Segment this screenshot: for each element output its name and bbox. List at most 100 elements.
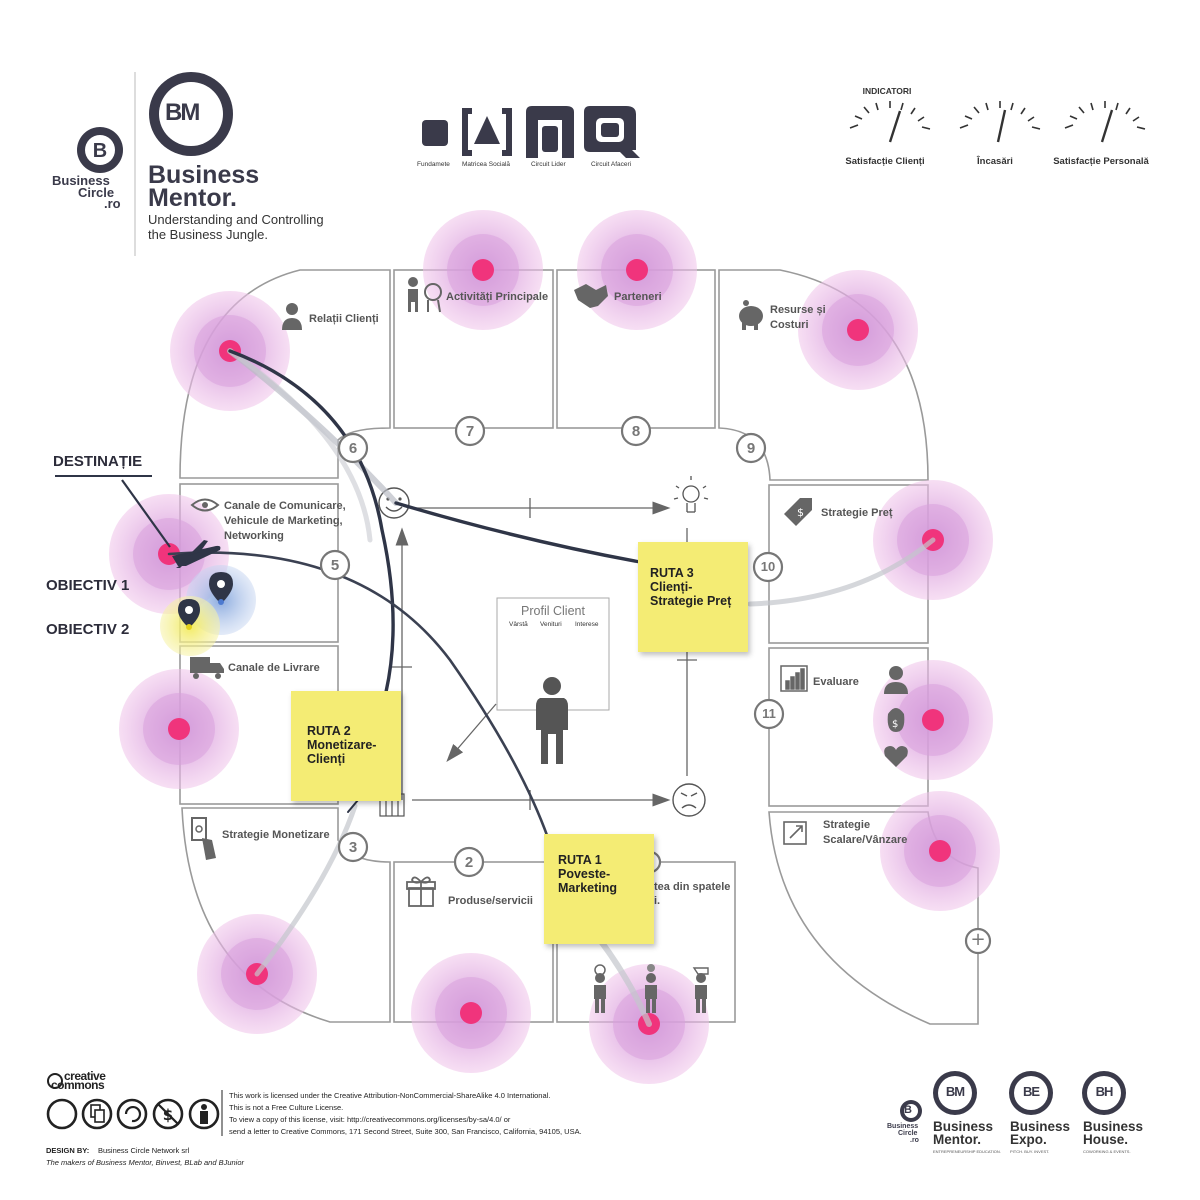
- footer-be2: Expo.: [1010, 1132, 1047, 1147]
- footer-bh2: House.: [1083, 1132, 1129, 1147]
- circle-line2: Circle: [78, 185, 115, 200]
- eye-icon: [190, 498, 220, 512]
- legend-circuit-afaceri: Circuit Afaceri: [591, 161, 632, 168]
- label-scalare-2: Scalare/Vânzare: [823, 834, 908, 846]
- mentor-logo-text: BM: [165, 99, 200, 126]
- step-number-9: 9: [746, 440, 756, 457]
- angry-face-icon: [672, 783, 706, 817]
- gift-box-icon: [406, 876, 436, 907]
- truck-icon: [190, 657, 224, 679]
- label-poveste-2: i.: [654, 895, 661, 907]
- noncommercial-icon: [152, 1098, 184, 1130]
- step-number-2: 2: [464, 854, 474, 871]
- obiectiv-2-label: OBIECTIV 2: [46, 621, 130, 638]
- license-line3: To view a copy of this license, visit: h…: [229, 1115, 511, 1124]
- team-person-1-icon: [594, 973, 606, 1013]
- tagline2: the Business Jungle.: [148, 227, 268, 242]
- step-number-11: 11: [762, 706, 776, 721]
- ruta1-line2: Poveste-: [558, 867, 611, 881]
- objective-2-pin-icon: [178, 599, 200, 630]
- add-block-button[interactable]: +: [970, 929, 986, 950]
- hotspot-activitati[interactable]: [423, 210, 543, 330]
- matricea-sociala-icon: [462, 108, 512, 156]
- ruta3-line2: Clienți-: [650, 580, 693, 594]
- svg-text:$: $: [163, 1106, 173, 1124]
- eval-person-icon: [884, 666, 908, 694]
- step-number-8: 8: [631, 423, 641, 440]
- step-circles: [319, 415, 992, 955]
- objective-1-pin-icon: [209, 572, 233, 605]
- label-resurse-2: Costuri: [770, 319, 809, 331]
- inner-loop-arrows: [392, 498, 697, 810]
- cc-word2: commons: [51, 1078, 105, 1092]
- label-canale-1: Canale de Comunicare,: [224, 500, 346, 512]
- gauge-incasari: [959, 101, 1041, 143]
- remix-icon: [116, 1098, 148, 1130]
- lightbulb-icon: [673, 476, 709, 513]
- footer-bm-logo: BM: [945, 1084, 965, 1099]
- step-number-5: 5: [330, 557, 340, 574]
- step-number-3: 3: [348, 839, 358, 856]
- label-strategie-pret: Strategie Preț: [821, 507, 893, 519]
- worker-icon: [408, 277, 442, 313]
- destinatie-label: DESTINAȚIE: [53, 453, 143, 470]
- bar-chart-icon: [780, 665, 808, 692]
- gauge-satisfactie-personala: [1064, 101, 1146, 143]
- profil-client-title: Profil Client: [521, 604, 585, 618]
- circle-line3: .ro: [104, 196, 121, 211]
- money-bag-icon: $: [887, 708, 905, 732]
- destinatie-pointer: [121, 479, 171, 548]
- hotspot-livrare[interactable]: [119, 669, 239, 789]
- footer-b2: Circle: [898, 1130, 918, 1137]
- label-canale-2: Vehicule de Marketing,: [224, 515, 343, 527]
- footer-b1: Business: [887, 1123, 919, 1130]
- footer-bm2: Mentor.: [933, 1132, 982, 1147]
- hotspot-parteneri[interactable]: [577, 210, 697, 330]
- profil-col-venituri: Venituri: [540, 621, 562, 628]
- gauge-label-clienti: Satisfacție Clienți: [845, 156, 925, 167]
- route-lines: [167, 348, 936, 1027]
- footer-bh1: Business: [1083, 1119, 1144, 1134]
- hotspot-produse[interactable]: [411, 953, 531, 1073]
- mentor-line1: Business: [148, 161, 260, 189]
- ruta2-line2: Monetizare-: [307, 738, 377, 752]
- design-by-label: DESIGN BY:: [46, 1146, 90, 1155]
- mentor-line2: Mentor.: [148, 184, 237, 212]
- circuit-afaceri-icon: [584, 106, 640, 158]
- footer-bm-small: ENTREPRENEURSHIP EDUCATION.: [933, 1149, 1001, 1154]
- handshake-icon: [574, 284, 608, 308]
- step-number-7: 7: [465, 423, 475, 440]
- tagline1: Understanding and Controlling: [148, 212, 324, 227]
- design-by-value: Business Circle Network srl: [98, 1146, 190, 1155]
- svg-text:$: $: [797, 506, 804, 519]
- step-number-6: 6: [348, 440, 358, 457]
- footer-be1: Business: [1010, 1119, 1071, 1134]
- ruta2-line1: RUTA 2: [307, 724, 351, 738]
- hotspot-resurse[interactable]: [798, 270, 918, 390]
- ruta1-line3: Marketing: [558, 881, 618, 895]
- gauge-satisfactie-clienti: [849, 101, 931, 143]
- fundamente-icon: [422, 120, 448, 146]
- footer-be-logo: BE: [1022, 1084, 1040, 1099]
- license-line2: This is not a Free Culture License.: [229, 1103, 344, 1112]
- team-person-2-icon: [645, 973, 657, 1013]
- ruta2-line3: Clienți: [307, 752, 346, 766]
- label-produse: Produse/servicii: [448, 895, 533, 907]
- label-resurse-1: Resurse și: [770, 304, 826, 316]
- circuit-lider-icon: [526, 106, 574, 158]
- hotspot-scalare[interactable]: [880, 791, 1000, 911]
- license-line1: This work is licensed under the Creative…: [229, 1091, 551, 1100]
- attribution-icon: [188, 1098, 220, 1130]
- footer-bh-logo: BH: [1095, 1084, 1114, 1099]
- copy-icon: [81, 1098, 113, 1130]
- heart-icon: [884, 746, 908, 767]
- team-person-3-icon: [695, 973, 707, 1013]
- scale-arrows-icon: [783, 821, 807, 845]
- person-icon: [282, 303, 302, 330]
- legend-fundamente: Fundamete: [417, 161, 450, 168]
